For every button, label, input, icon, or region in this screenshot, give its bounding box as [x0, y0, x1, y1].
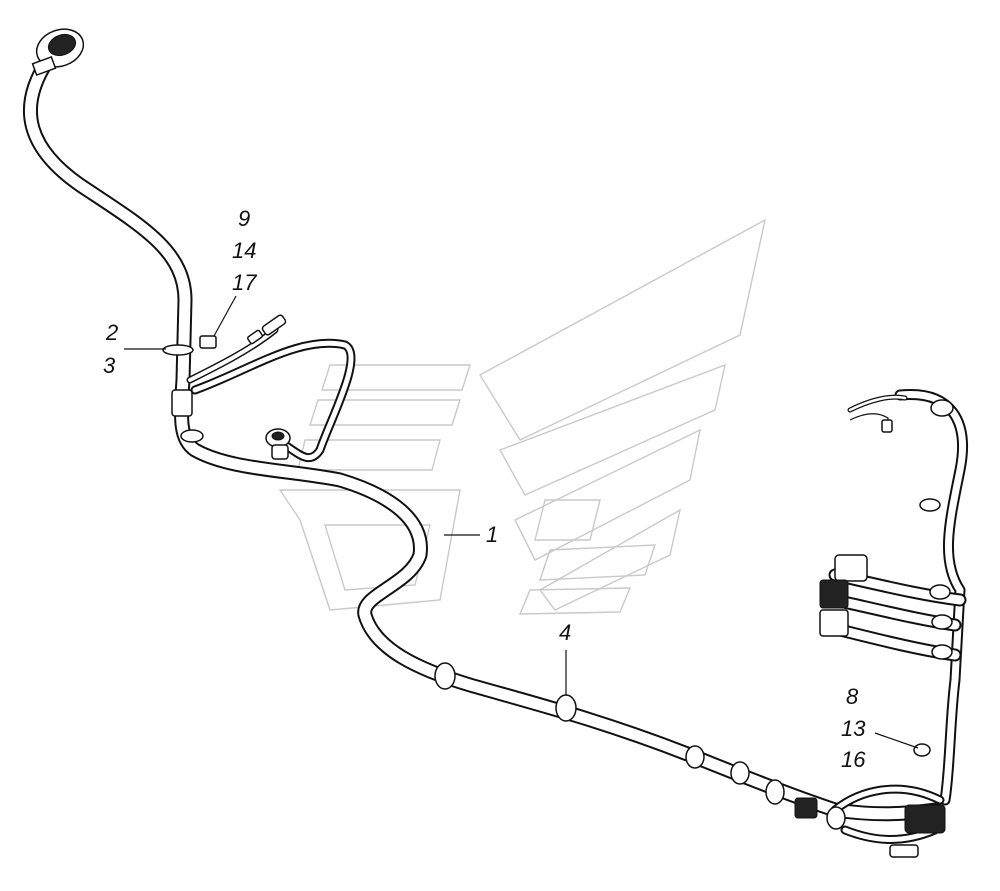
callout-1: 1 — [486, 522, 499, 547]
clamp-2-3 — [162, 344, 204, 443]
small-plug-connector — [247, 314, 287, 345]
callout-14: 14 — [232, 238, 257, 263]
center-elbow-connector — [265, 428, 291, 460]
top-round-connector — [31, 28, 85, 77]
leader-lines — [124, 295, 919, 749]
clamp-4-b — [555, 694, 577, 722]
callout-9: 9 — [238, 206, 251, 231]
callout-4: 4 — [559, 620, 572, 645]
bracket-9-14-17 — [199, 335, 217, 349]
clamp-4-a — [434, 662, 456, 690]
callout-8: 8 — [846, 684, 859, 709]
callout-17: 17 — [232, 270, 257, 295]
right-block-connectors — [819, 554, 953, 660]
bottom-connector-cables — [830, 784, 945, 844]
clamp-8-13-16 — [913, 743, 931, 757]
sensor-lead — [849, 413, 893, 433]
clamp-row — [685, 745, 846, 830]
upper-branch-cable — [186, 326, 356, 463]
callout-16: 16 — [841, 747, 866, 772]
callout-2: 2 — [106, 320, 119, 345]
right-top-clamp — [919, 399, 954, 512]
bottom-multi-pin-connector — [889, 804, 946, 858]
watermark-logo — [278, 218, 767, 615]
callout-3: 3 — [103, 353, 116, 378]
main-harness-hose — [22, 52, 943, 822]
callout-13: 13 — [841, 716, 866, 741]
